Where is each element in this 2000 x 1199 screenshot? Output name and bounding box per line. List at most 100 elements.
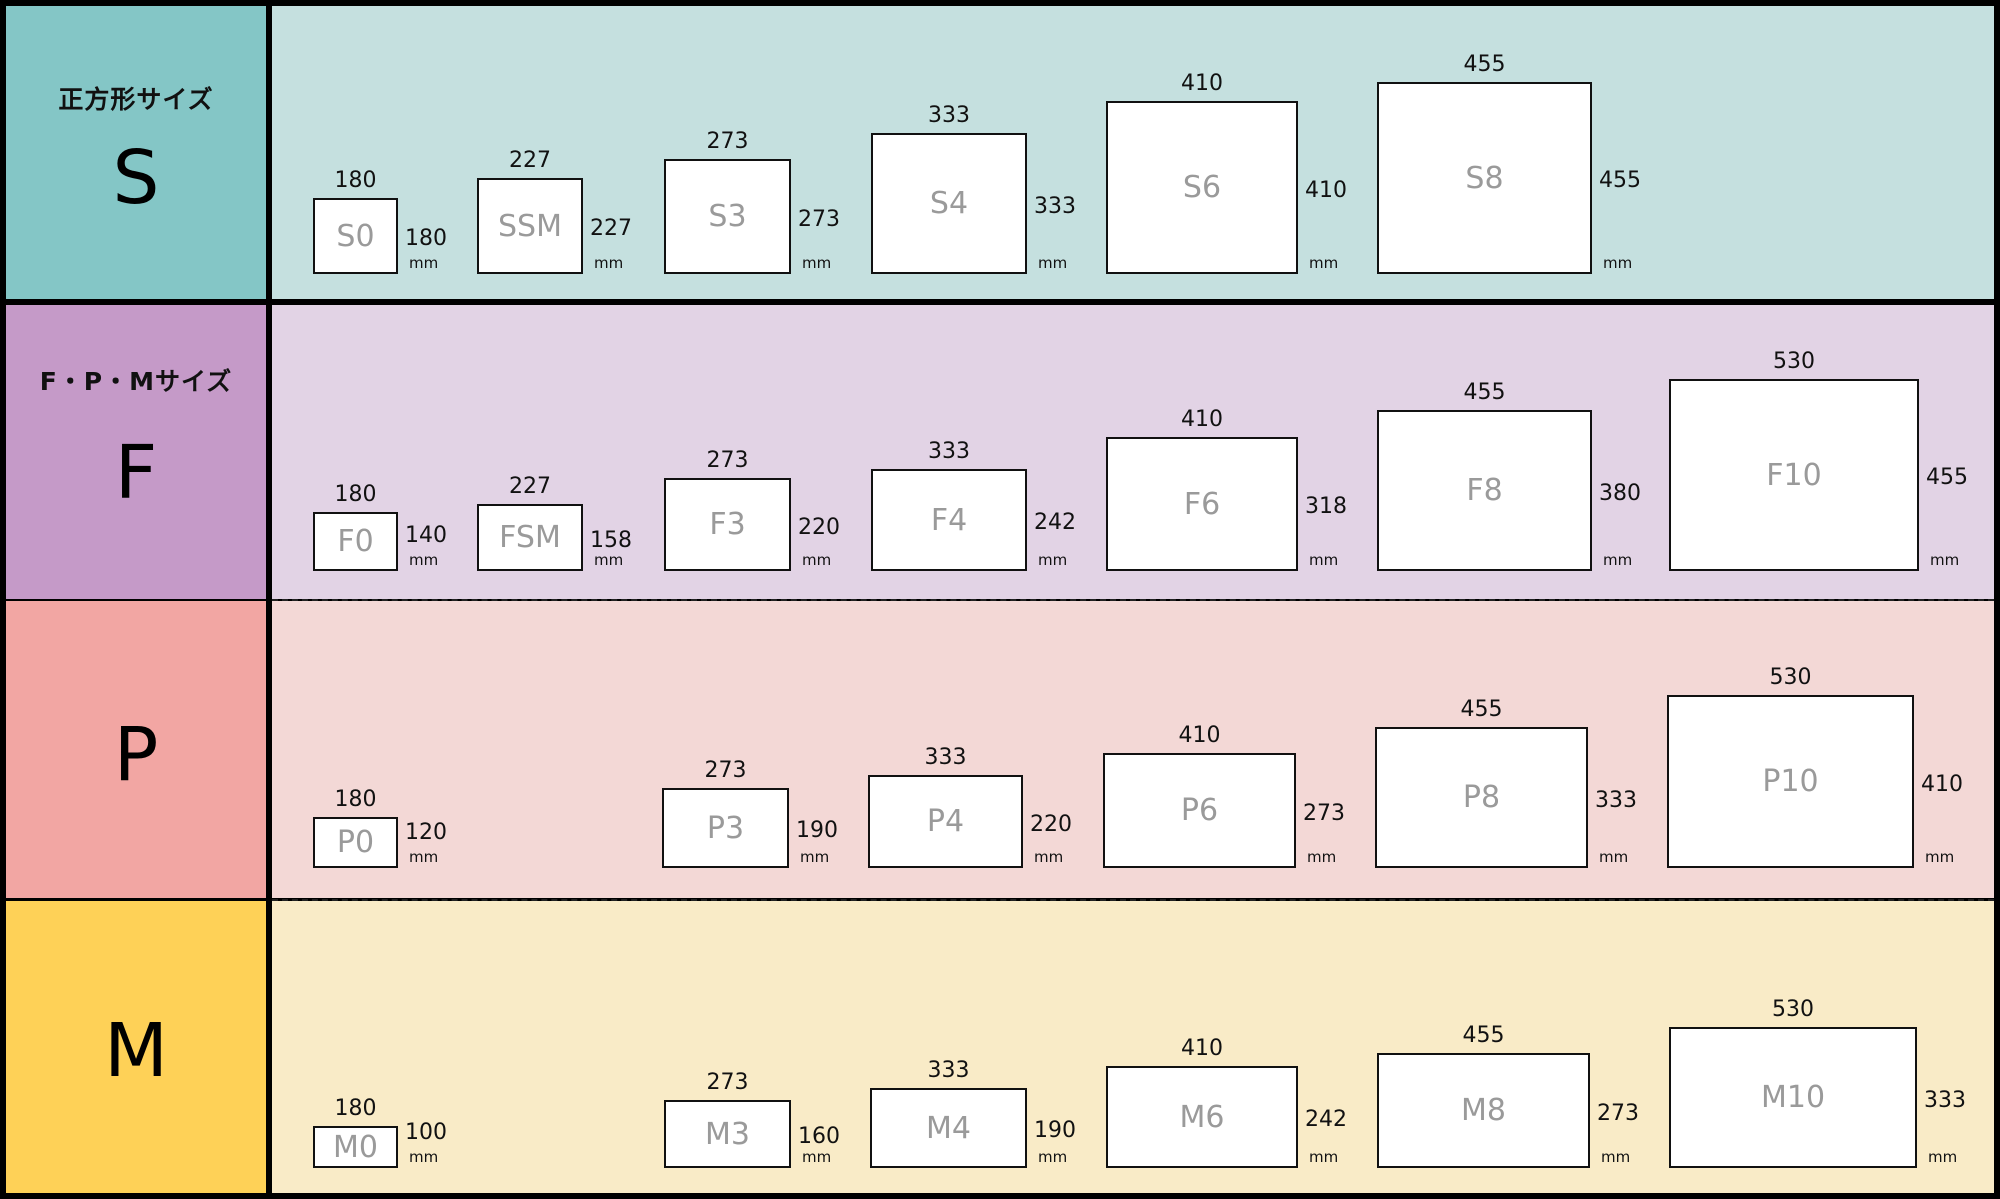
unit-label: mm xyxy=(409,848,439,866)
row-label-M: M xyxy=(6,901,266,1193)
canvas-name: M8 xyxy=(1461,1093,1506,1128)
height-label: 318 xyxy=(1305,494,1347,519)
unit-label: mm xyxy=(409,254,439,272)
unit-label: mm xyxy=(409,551,439,569)
unit-label: mm xyxy=(1925,848,1955,866)
row-label-P: P xyxy=(6,601,266,898)
unit-label: mm xyxy=(1309,254,1339,272)
height-label: 180 xyxy=(405,226,447,251)
canvas-name: P4 xyxy=(926,804,965,839)
unit-label: mm xyxy=(802,254,832,272)
canvas-name: F3 xyxy=(709,507,746,542)
height-label: 273 xyxy=(798,206,840,232)
unit-label: mm xyxy=(1603,254,1633,272)
height-label: 455 xyxy=(1926,465,1968,490)
canvas-P10: P10 xyxy=(1667,695,1914,868)
height-label: 227 xyxy=(590,216,632,241)
row-label-S: 正方形サイズ S xyxy=(6,6,266,299)
canvas-name: S8 xyxy=(1465,160,1504,196)
height-label: 333 xyxy=(1595,787,1637,813)
width-label: 333 xyxy=(928,103,970,128)
height-label: 455 xyxy=(1599,168,1641,193)
width-label: 410 xyxy=(1181,407,1223,432)
width-label: 410 xyxy=(1181,1036,1223,1061)
unit-label: mm xyxy=(1601,1148,1631,1166)
unit-label: mm xyxy=(594,254,624,272)
canvas-M10: M10 xyxy=(1669,1027,1917,1168)
canvas-P0: P0 xyxy=(313,817,398,868)
width-label: 333 xyxy=(927,1058,970,1083)
width-label: 333 xyxy=(928,439,970,464)
unit-label: mm xyxy=(1928,1148,1958,1166)
unit-label: mm xyxy=(1038,551,1068,569)
canvas-F0: F0 xyxy=(313,512,398,571)
width-label: 410 xyxy=(1178,723,1221,748)
canvas-name: F6 xyxy=(1183,486,1221,522)
unit-label: mm xyxy=(1599,848,1629,866)
width-label: 180 xyxy=(334,1096,377,1121)
canvas-S4: S4 xyxy=(871,133,1027,274)
canvas-name: F0 xyxy=(337,524,374,559)
canvas-name: S3 xyxy=(708,199,747,234)
height-label: 242 xyxy=(1034,510,1076,535)
width-label: 273 xyxy=(706,129,749,154)
canvas-name: M4 xyxy=(926,1110,971,1146)
unit-label: mm xyxy=(1307,848,1337,866)
height-label: 333 xyxy=(1034,193,1076,219)
canvas-name: P6 xyxy=(1180,793,1219,828)
canvas-M3: M3 xyxy=(664,1100,791,1168)
canvas-P4: P4 xyxy=(868,775,1023,868)
width-label: 455 xyxy=(1462,1023,1505,1048)
height-label: 380 xyxy=(1599,480,1641,506)
unit-label: mm xyxy=(802,551,832,569)
unit-label: mm xyxy=(802,1148,832,1166)
width-label: 273 xyxy=(706,448,749,473)
height-label: 220 xyxy=(1030,811,1072,837)
canvas-S3: S3 xyxy=(664,159,791,274)
canvas-name: M0 xyxy=(333,1129,378,1165)
height-label: 158 xyxy=(590,527,632,553)
height-label: 410 xyxy=(1305,177,1347,203)
dashed-separator xyxy=(272,599,1994,601)
canvas-name: P10 xyxy=(1762,764,1819,799)
unit-label: mm xyxy=(1603,551,1633,569)
canvas-F6: F6 xyxy=(1106,437,1298,571)
canvas-name: S6 xyxy=(1182,170,1222,205)
canvas-M0: M0 xyxy=(313,1126,398,1168)
height-label: 100 xyxy=(405,1120,447,1145)
canvas-P6: P6 xyxy=(1103,753,1296,868)
height-label: 410 xyxy=(1921,771,1963,797)
width-label: 455 xyxy=(1460,697,1503,722)
canvas-name: SSM xyxy=(498,208,562,244)
canvas-M4: M4 xyxy=(870,1088,1027,1168)
height-label: 120 xyxy=(405,820,447,845)
width-label: 410 xyxy=(1181,71,1223,96)
canvas-name: S4 xyxy=(929,186,969,221)
height-label: 242 xyxy=(1305,1107,1347,1132)
canvas-P3: P3 xyxy=(662,788,789,868)
row-letter: M xyxy=(104,1008,168,1094)
canvas-F3: F3 xyxy=(664,478,791,571)
width-label: 530 xyxy=(1773,349,1815,374)
canvas-S8: S8 xyxy=(1377,82,1592,274)
width-label: 455 xyxy=(1463,52,1506,77)
canvas-S0: S0 xyxy=(313,198,398,274)
width-label: 455 xyxy=(1463,380,1506,405)
height-label: 160 xyxy=(798,1124,840,1149)
unit-label: mm xyxy=(1038,254,1068,272)
width-label: 180 xyxy=(334,482,377,507)
height-label: 273 xyxy=(1303,800,1345,826)
canvas-M8: M8 xyxy=(1377,1053,1590,1168)
width-label: 180 xyxy=(334,787,377,812)
canvas-name: F4 xyxy=(930,502,968,538)
row-subtitle: 正方形サイズ xyxy=(58,85,214,114)
canvas-F4: F4 xyxy=(871,469,1027,571)
canvas-name: S0 xyxy=(336,218,375,254)
unit-label: mm xyxy=(409,1148,439,1166)
unit-label: mm xyxy=(1034,848,1064,866)
width-label: 530 xyxy=(1772,997,1814,1022)
row-letter: S xyxy=(112,135,160,221)
unit-label: mm xyxy=(800,848,830,866)
